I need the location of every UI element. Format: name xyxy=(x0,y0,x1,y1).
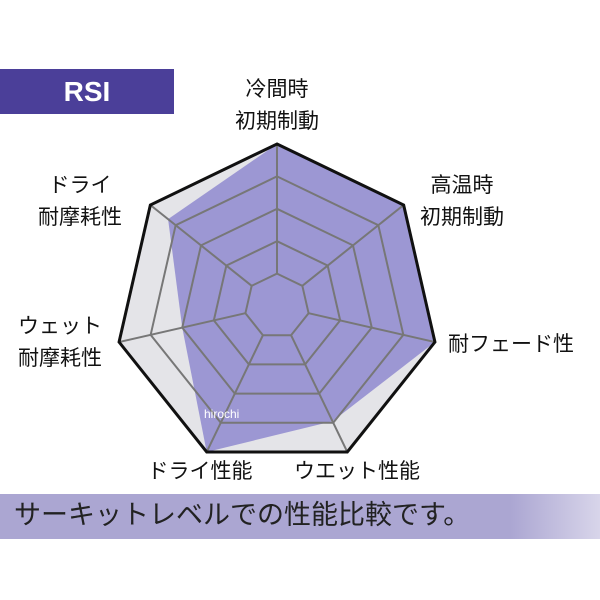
axis-label: ウエット性能 xyxy=(294,459,420,483)
axis-label: 高温時 xyxy=(431,173,494,197)
axis-label: ドライ xyxy=(49,173,112,197)
grid-ring xyxy=(181,207,373,395)
axis-label: ウェット xyxy=(18,314,102,338)
axis-label: 初期制動 xyxy=(235,109,319,133)
grid-ring xyxy=(244,272,310,337)
axis-label: 冷間時 xyxy=(246,77,309,101)
grid-spoke xyxy=(308,312,436,344)
grid-spoke xyxy=(205,334,264,453)
grid-ring xyxy=(212,240,342,366)
grid-spoke xyxy=(301,204,405,287)
grid-spoke xyxy=(290,334,349,453)
footnote-text: サーキットレベルでの性能比較です。 xyxy=(14,500,471,531)
axis-label: 耐摩耗性 xyxy=(18,346,102,370)
grid-spoke xyxy=(149,204,253,287)
axis-label: 耐フェード性 xyxy=(448,332,574,356)
watermark-text: hirochi xyxy=(204,407,239,421)
axis-label: 初期制動 xyxy=(420,205,504,229)
radar-outline xyxy=(117,142,437,454)
grid-ring xyxy=(149,175,405,424)
footnote-bar: サーキットレベルでの性能比較です。 xyxy=(0,494,600,539)
product-title: RSI xyxy=(0,69,174,114)
axis-label: 耐摩耗性 xyxy=(38,205,122,229)
grid-spoke xyxy=(118,312,246,344)
axis-label: ドライ性能 xyxy=(148,459,253,483)
